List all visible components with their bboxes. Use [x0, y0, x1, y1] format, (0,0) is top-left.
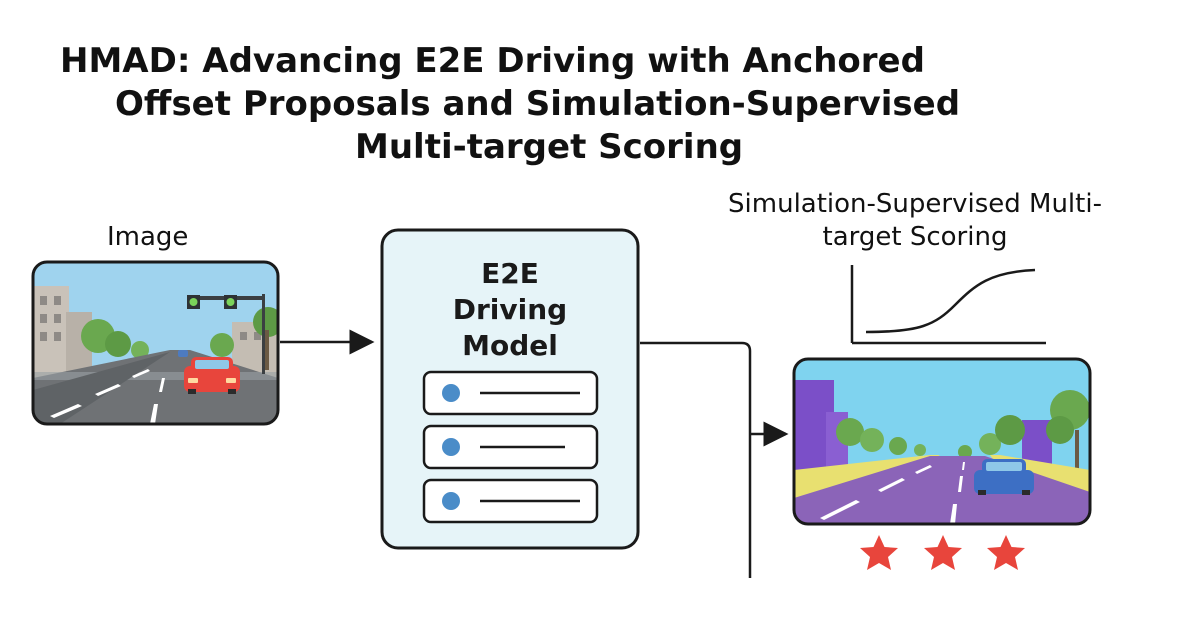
model-title: E2E Driving Model — [382, 256, 638, 364]
proposal-item-2 — [422, 424, 599, 470]
proposal-dot-icon — [442, 492, 460, 510]
input-image-frame — [31, 260, 280, 426]
model-title-line-2: Driving — [452, 293, 568, 326]
scoring-label: Simulation-Supervised Multi-target Scori… — [728, 189, 1102, 252]
title-line-1: HMAD: Advancing E2E Driving with Anchore… — [60, 41, 925, 81]
proposal-item-3 — [422, 478, 599, 524]
proposal-dot-icon — [442, 384, 460, 402]
model-title-line-3: Model — [462, 329, 558, 362]
star-icon — [924, 535, 962, 570]
simulation-image — [794, 359, 1090, 524]
star-icon — [987, 535, 1025, 570]
scoring-curve-plot — [850, 265, 1046, 345]
star-icon — [860, 535, 898, 570]
simulation-image-frame — [792, 357, 1092, 526]
rating-stars — [860, 535, 1025, 570]
input-image-label: Image — [107, 222, 189, 252]
model-title-line-1: E2E — [481, 257, 539, 290]
title-line-2: Offset Proposals and Simulation-Supervis… — [115, 84, 961, 124]
input-image — [33, 262, 278, 424]
proposal-item-1 — [422, 370, 599, 416]
proposal-dot-icon — [442, 438, 460, 456]
connector-model-to-scoring — [640, 341, 752, 578]
title-line-3: Multi-target Scoring — [355, 127, 744, 167]
